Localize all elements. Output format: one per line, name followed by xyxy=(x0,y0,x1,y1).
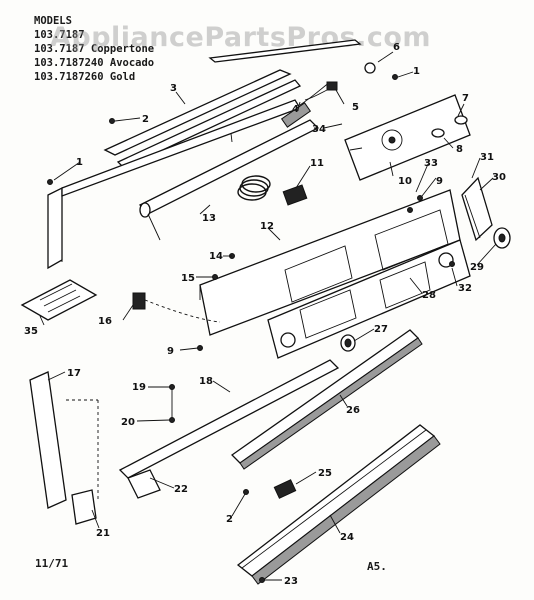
callout-19: 19 xyxy=(132,382,146,393)
part-coil xyxy=(237,175,308,206)
callout-33: 33 xyxy=(424,158,438,169)
callout-2-bottom: 2 xyxy=(226,514,233,525)
leader-lines xyxy=(39,51,497,581)
callout-31: 31 xyxy=(480,152,494,163)
model-row: 103.7187 xyxy=(34,28,154,42)
model-number: 103.7187240 xyxy=(34,57,104,69)
callout-26: 26 xyxy=(346,405,360,416)
part-control-plate xyxy=(344,94,471,181)
part-clip xyxy=(132,292,221,323)
callout-12: 12 xyxy=(260,221,274,232)
models-heading: MODELS xyxy=(34,15,72,27)
callout-labels: 1 2 3 4 5 6 7 8 9 10 11 12 13 14 15 16 9… xyxy=(24,42,506,587)
callout-27: 27 xyxy=(374,324,388,335)
callout-23: 23 xyxy=(284,576,298,587)
part-plate xyxy=(20,279,98,321)
part-connector xyxy=(273,479,297,499)
callout-17: 17 xyxy=(67,368,81,379)
model-row: 103.7187 Coppertone xyxy=(34,42,154,56)
part-trim-strip xyxy=(230,329,423,470)
watermark-text: AppliancePartsPros.com xyxy=(50,22,432,53)
callout-4: 4 xyxy=(292,104,299,115)
page-code: A5. xyxy=(367,560,387,573)
model-color: Coppertone xyxy=(90,43,155,55)
part-front-panel xyxy=(267,239,471,359)
part-left-panel xyxy=(47,99,320,270)
model-row: 103.7187240 Avocado xyxy=(34,56,154,70)
date-code: 11/71 xyxy=(35,557,69,570)
callout-5: 5 xyxy=(352,102,359,113)
callout-30: 30 xyxy=(492,172,506,183)
callout-28: 28 xyxy=(422,290,436,301)
callout-11: 11 xyxy=(310,158,324,169)
callout-21: 21 xyxy=(96,528,110,539)
callout-7: 7 xyxy=(462,93,469,104)
callout-1-left: 1 xyxy=(76,157,83,168)
part-rail xyxy=(118,359,340,499)
callout-22: 22 xyxy=(174,484,188,495)
part-bottom-strip xyxy=(236,424,441,585)
model-number: 103.7187 xyxy=(34,43,85,55)
callout-1-top: 1 xyxy=(413,66,420,77)
model-row: 103.7187260 Gold xyxy=(34,70,154,84)
callout-6: 6 xyxy=(393,42,400,53)
callout-15: 15 xyxy=(181,273,195,284)
callout-9-left: 9 xyxy=(167,346,174,357)
callout-29: 29 xyxy=(470,262,484,273)
models-list: MODELS 103.7187 103.7187 Coppertone 103.… xyxy=(34,14,154,84)
part-side-bracket xyxy=(29,371,99,525)
callout-10: 10 xyxy=(398,176,412,187)
callout-34: 34 xyxy=(312,124,326,135)
part-knob xyxy=(461,176,511,249)
callout-35: 35 xyxy=(24,326,38,337)
callout-3: 3 xyxy=(170,83,177,94)
part-top-trim xyxy=(103,39,362,169)
callout-16: 16 xyxy=(98,316,112,327)
callout-8: 8 xyxy=(456,144,463,155)
model-number: 103.7187260 xyxy=(34,71,104,83)
callout-32: 32 xyxy=(458,283,472,294)
model-color: Avocado xyxy=(109,57,155,69)
callout-24: 24 xyxy=(340,532,354,543)
callout-20: 20 xyxy=(121,417,135,428)
callout-13: 13 xyxy=(202,213,216,224)
model-number: 103.7187 xyxy=(34,29,85,41)
callout-18: 18 xyxy=(199,376,213,387)
part-small-knob xyxy=(340,334,356,352)
callout-9-right: 9 xyxy=(436,176,443,187)
callout-2-top: 2 xyxy=(142,114,149,125)
callout-25: 25 xyxy=(318,468,332,479)
model-color: Gold xyxy=(109,71,136,83)
callout-14: 14 xyxy=(209,251,223,262)
part-lamp-socket xyxy=(280,62,376,128)
